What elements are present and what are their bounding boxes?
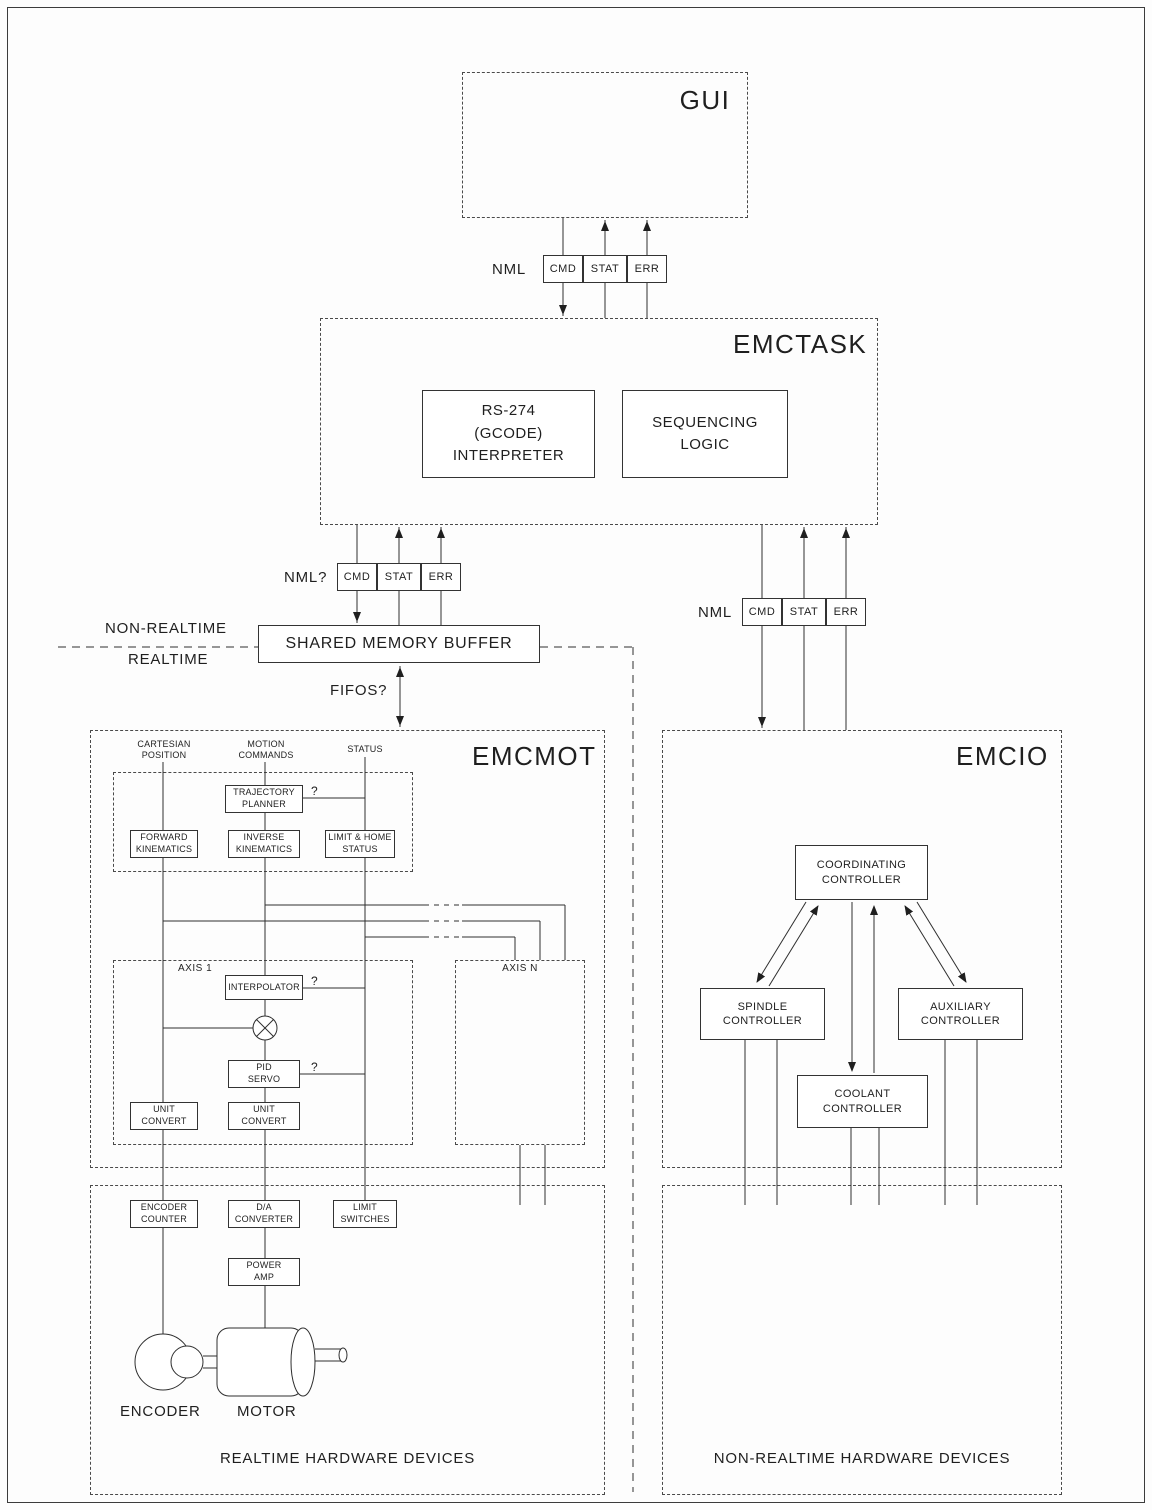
emctask-title: EMCTASK bbox=[733, 329, 868, 359]
axis1-label: AXIS 1 bbox=[178, 963, 213, 974]
cartesian-position-header: CARTESIAN POSITION bbox=[137, 739, 191, 761]
nml-left-err-box: ERR bbox=[421, 563, 461, 591]
nml-top-err-box: ERR bbox=[627, 255, 667, 283]
gcode-interpreter-block: RS-274 (GCODE) INTERPRETER bbox=[422, 390, 595, 478]
axisn-label: AXIS N bbox=[502, 963, 538, 974]
motion-commands-header: MOTION COMMANDS bbox=[238, 739, 294, 761]
interpolator-question-mark: ? bbox=[311, 974, 318, 988]
motor-label: MOTOR bbox=[237, 1403, 297, 1420]
coordinating-controller-block: COORDINATING CONTROLLER bbox=[795, 845, 928, 900]
axisn-box bbox=[455, 960, 585, 1145]
status-header: STATUS bbox=[347, 744, 383, 754]
emcio-title: EMCIO bbox=[956, 741, 1049, 771]
encoder-drawing bbox=[134, 1333, 217, 1391]
page-border bbox=[7, 7, 1145, 1503]
gui-title: GUI bbox=[679, 85, 731, 115]
emcio-box bbox=[662, 730, 1062, 1168]
trajectory-question-mark: ? bbox=[311, 784, 318, 798]
sequencing-logic-block: SEQUENCING LOGIC bbox=[622, 390, 788, 478]
power-amp-block: POWER AMP bbox=[228, 1258, 300, 1286]
encoder-counter-block: ENCODER COUNTER bbox=[130, 1200, 198, 1228]
nml-left-cmd-box: CMD bbox=[337, 563, 377, 591]
fifos-label: FIFOS? bbox=[330, 682, 388, 699]
sum-junction-icon bbox=[252, 1015, 278, 1041]
realtime-hardware-box bbox=[90, 1185, 605, 1495]
auxiliary-controller-block: AUXILIARY CONTROLLER bbox=[898, 988, 1023, 1040]
pid-question-mark: ? bbox=[311, 1060, 318, 1074]
nml-right-label: NML bbox=[698, 604, 733, 621]
realtime-divider-lines bbox=[58, 646, 634, 1492]
nml-top-stat-box: STAT bbox=[583, 255, 627, 283]
trajectory-planner-block: TRAJECTORY PLANNER bbox=[225, 785, 303, 813]
nml-right-err-box: ERR bbox=[826, 598, 866, 626]
emcmot-box bbox=[90, 730, 605, 1168]
realtime-label: REALTIME bbox=[128, 651, 209, 668]
nml-top-label: NML bbox=[492, 261, 527, 278]
encoder-label: ENCODER bbox=[120, 1403, 201, 1420]
inverse-kinematics-block: INVERSE KINEMATICS bbox=[228, 830, 300, 858]
unit-convert-mid-block: UNIT CONVERT bbox=[228, 1102, 300, 1130]
forward-kinematics-block: FORWARD KINEMATICS bbox=[130, 830, 198, 858]
non-realtime-label: NON-REALTIME bbox=[105, 620, 227, 637]
nml-right-stat-box: STAT bbox=[782, 598, 826, 626]
shared-memory-buffer: SHARED MEMORY BUFFER bbox=[258, 625, 540, 663]
kinematics-group-box bbox=[113, 772, 413, 872]
limit-switches-block: LIMIT SWITCHES bbox=[333, 1200, 397, 1228]
gui-box bbox=[462, 72, 748, 218]
interpolator-block: INTERPOLATOR bbox=[225, 975, 303, 1000]
non-realtime-hardware-box bbox=[662, 1185, 1062, 1495]
spindle-controller-block: SPINDLE CONTROLLER bbox=[700, 988, 825, 1040]
unit-convert-left-block: UNIT CONVERT bbox=[130, 1102, 198, 1130]
nml-top-cmd-box: CMD bbox=[543, 255, 583, 283]
emcio-wires bbox=[744, 901, 978, 1205]
nml-left-stat-box: STAT bbox=[377, 563, 421, 591]
motor-drawing bbox=[216, 1327, 348, 1397]
realtime-hardware-caption: REALTIME HARDWARE DEVICES bbox=[219, 1450, 476, 1467]
nml-right-wires bbox=[758, 525, 850, 730]
nml-right-cmd-box: CMD bbox=[742, 598, 782, 626]
limit-home-status-block: LIMIT & HOME STATUS bbox=[325, 830, 395, 858]
pid-servo-block: PID SERVO bbox=[228, 1060, 300, 1088]
nml-left-label: NML? bbox=[284, 569, 328, 586]
coolant-controller-block: COOLANT CONTROLLER bbox=[797, 1075, 928, 1128]
da-converter-block: D/A CONVERTER bbox=[228, 1200, 300, 1228]
non-realtime-hardware-caption: NON-REALTIME HARDWARE DEVICES bbox=[713, 1450, 1011, 1467]
emcmot-title: EMCMOT bbox=[472, 741, 597, 771]
axis1-box bbox=[113, 960, 413, 1145]
emctask-box bbox=[320, 318, 878, 525]
